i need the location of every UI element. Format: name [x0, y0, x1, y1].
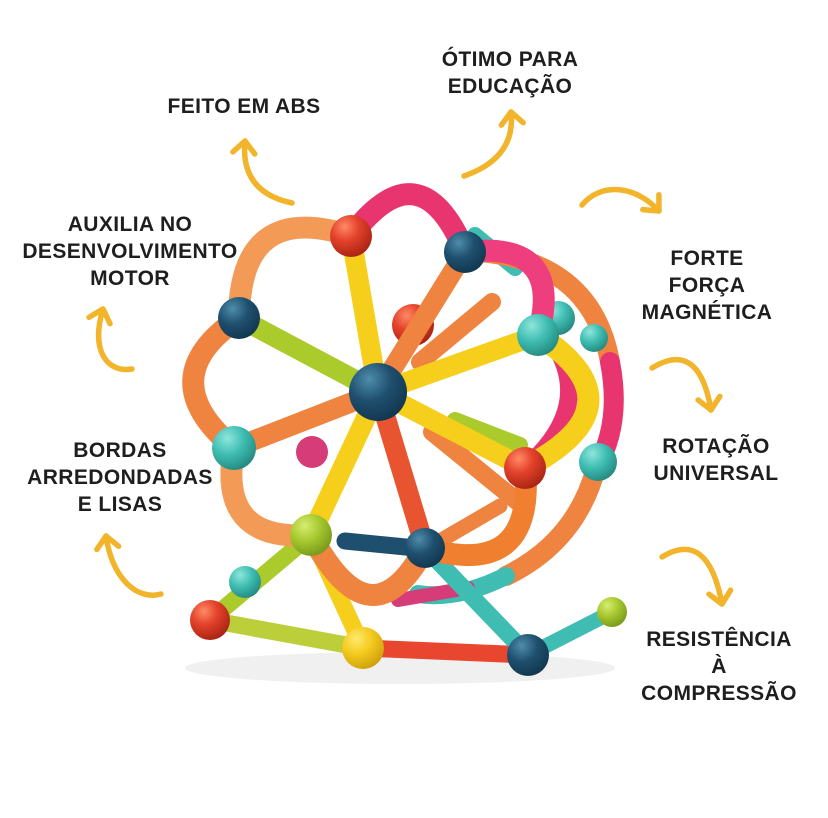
label-bordas-arredondadas-e-lisas: BORDAS ARREDONDADAS E LISAS: [27, 439, 213, 516]
label-rotacao-universal: ROTAÇÃO UNIVERSAL: [653, 435, 779, 485]
auxilia-motor-arrow-icon: [86, 306, 135, 373]
label-otimo-para-educacao: ÓTIMO PARA EDUCAÇÃO: [441, 48, 579, 98]
label-forte-forca-magnetica: FORTE FORÇA MAGNÉTICA: [641, 247, 773, 324]
label-resistencia-a-compressao: RESISTÊNCIA À COMPRESSÃO: [641, 628, 797, 705]
toy-shadow: [185, 652, 615, 684]
toy-hub-ball: [349, 363, 407, 421]
bordas-arrow-icon: [94, 533, 164, 598]
rotacao-universal-arrow-icon: [649, 356, 723, 413]
forte-forca-arrow-icon: [579, 186, 662, 214]
label-feito-em-abs: FEITO EM ABS: [167, 95, 321, 118]
toy-rim: [182, 183, 600, 606]
label-auxilia-no-desenvolvimento-motor: AUXILIA NO DESENVOLVIMENTO MOTOR: [22, 213, 238, 290]
resistencia-arrow-icon: [659, 546, 734, 607]
feito-em-abs-arrow-icon: [230, 138, 295, 206]
toy-spokes: [224, 226, 548, 558]
otimo-educacao-arrow-icon: [461, 109, 526, 179]
toy-back-ring: [296, 227, 624, 605]
toy-base: [201, 498, 620, 664]
toy-balls: [190, 215, 627, 676]
